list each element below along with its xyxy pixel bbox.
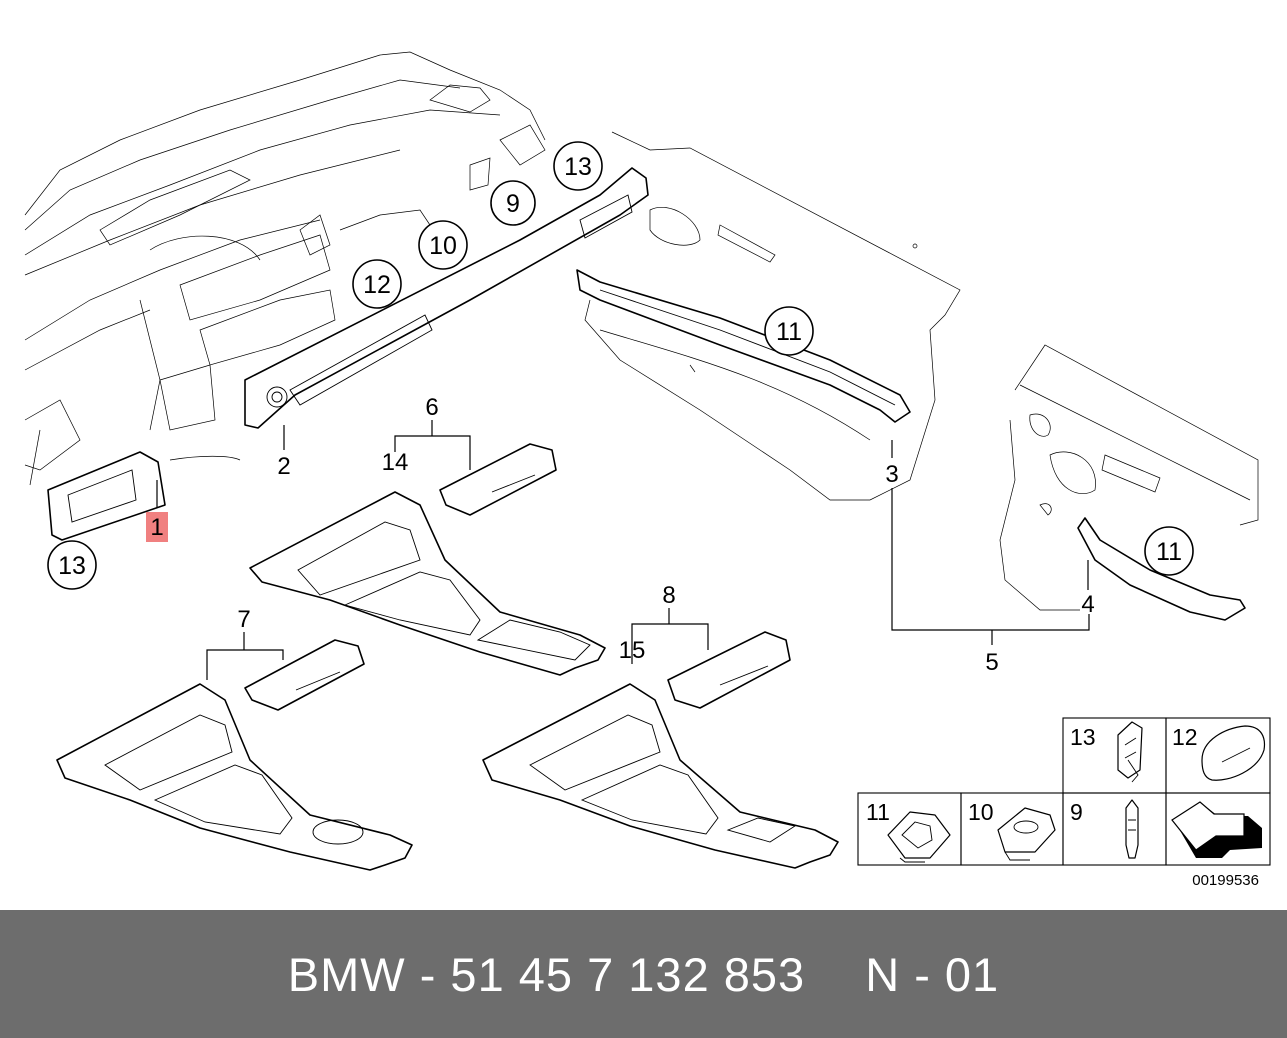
door-trim-rear (1077, 517, 1246, 621)
circled-labels: 13 13 9 10 12 11 11 (47, 141, 1194, 590)
legend-9: 9 (1070, 799, 1083, 825)
callout-4: 4 (1081, 591, 1094, 618)
callout-15: 15 (619, 637, 646, 664)
circle-13-left: 13 (58, 552, 86, 580)
callout-3: 3 (885, 461, 898, 488)
pin-9-icon (1125, 799, 1139, 859)
door-trim-front (576, 269, 911, 423)
leader-lines (156, 420, 1090, 680)
circle-11-front: 11 (776, 318, 802, 346)
circle-11-rear: 11 (1156, 538, 1182, 566)
center-console-trim-14 (249, 491, 606, 676)
plug-12-icon (1201, 725, 1266, 781)
parts-diagram: 1 2 3 4 5 6 7 8 14 15 13 13 9 10 12 11 1… (24, 51, 1271, 889)
direction-arrow-icon (1171, 801, 1262, 858)
clip-13-icon (1117, 721, 1143, 783)
callout-7: 7 (237, 606, 250, 633)
center-console-trim-7 (56, 683, 413, 871)
callout-6: 6 (425, 394, 438, 421)
position-code: N - 01 (865, 947, 1000, 1001)
callout-2: 2 (277, 453, 290, 480)
callout-8: 8 (662, 582, 675, 609)
part-number-footer: BMW - 51 45 7 132 853 N - 01 (0, 910, 1287, 1038)
legend-11: 11 (866, 799, 890, 825)
legend-10: 10 (968, 799, 994, 825)
callout-14: 14 (382, 449, 409, 476)
trim-strip-left (47, 451, 166, 541)
callout-labels: 1 2 3 4 5 6 7 8 14 15 (150, 394, 1094, 676)
callout-5: 5 (985, 649, 998, 676)
highlight-box (146, 512, 168, 542)
legend-13: 13 (1070, 724, 1096, 750)
circle-13-top: 13 (564, 153, 592, 181)
cover-piece-6 (439, 443, 557, 516)
document-number: 00199536 (1192, 872, 1259, 889)
cover-piece-7 (244, 639, 365, 711)
door-panel-rear (999, 344, 1259, 611)
part-number: BMW - 51 45 7 132 853 (287, 947, 806, 1001)
center-console-trim-15 (482, 683, 839, 869)
circle-9: 9 (506, 190, 520, 218)
dashboard-trim-strip (244, 167, 649, 429)
cover-piece-8 (667, 631, 791, 709)
legend-12: 12 (1172, 724, 1198, 750)
callout-1: 1 (150, 514, 163, 541)
dashboard-outline (24, 51, 546, 486)
clip-10-icon (997, 807, 1056, 861)
door-panel-front (584, 131, 961, 501)
circle-12: 12 (363, 271, 391, 299)
clip-11-icon (887, 811, 951, 863)
small-parts-legend: 13 12 11 10 9 (857, 717, 1271, 866)
circle-10: 10 (429, 232, 457, 260)
